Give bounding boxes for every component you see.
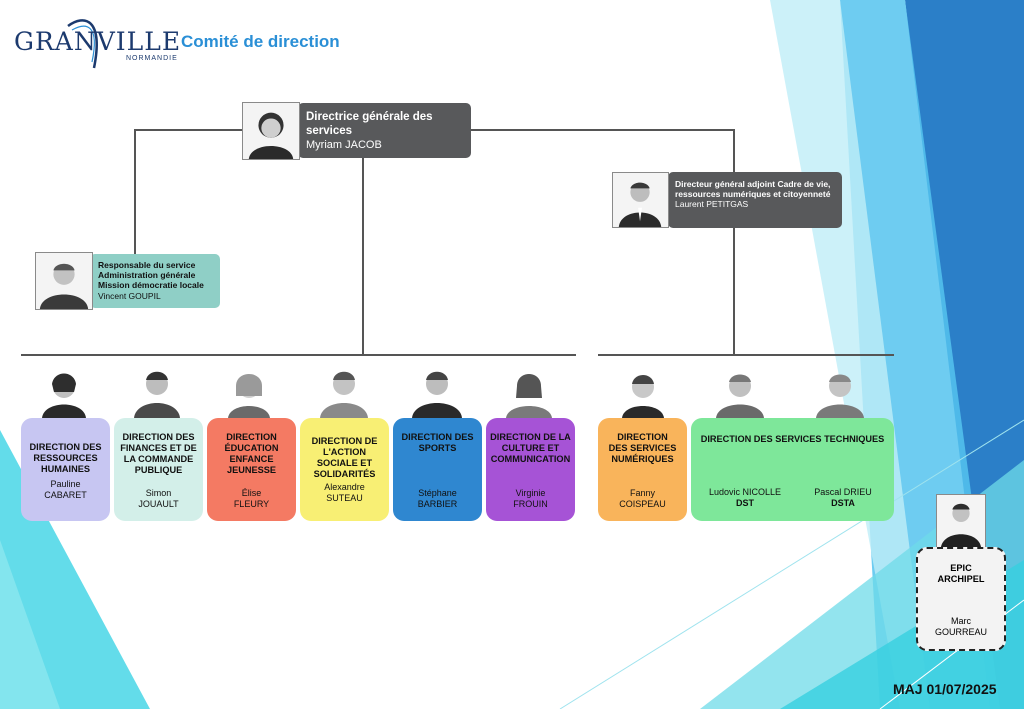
service-box: Responsable du service Administration gé… xyxy=(90,254,220,308)
dept-person: Virginie FROUIN xyxy=(513,488,548,510)
dept-rh: DIRECTION DES RESSOURCES HUMAINES Paulin… xyxy=(21,418,110,521)
dept-person: Élise FLEURY xyxy=(233,488,270,510)
culture-photo xyxy=(506,374,552,418)
dgs-photo xyxy=(242,102,300,160)
dept-action-sociale: DIRECTION DE L'ACTION SOCIALE ET SOLIDAR… xyxy=(300,418,389,521)
dept-culture: DIRECTION DE LA CULTURE ET COMMUNICATION… xyxy=(486,418,575,521)
person-role: DSTA xyxy=(831,498,855,509)
logo-wordmark: GRANVILLE xyxy=(14,27,182,56)
dept-title: DIRECTION DE L'ACTION SOCIALE ET SOLIDAR… xyxy=(311,436,378,480)
action-sociale-photo xyxy=(320,371,368,418)
page-title: Comité de direction xyxy=(181,32,340,51)
dept-title: DIRECTION DES SERVICES TECHNIQUES xyxy=(700,434,885,444)
connector-center-vertical xyxy=(362,158,364,356)
connector-left-vertical xyxy=(134,129,136,255)
dept-person-2: Pascal DRIEU DSTA xyxy=(795,487,891,510)
person-avatar-icon xyxy=(937,495,985,548)
dept-title: DIRECTION DES RESSOURCES HUMAINES xyxy=(29,442,102,475)
update-date: MAJ 01/07/2025 xyxy=(893,681,997,697)
connector-left-bus xyxy=(21,354,576,356)
dept-education: DIRECTION ÉDUCATION ENFANCE JEUNESSE Éli… xyxy=(207,418,296,521)
dga-box: Directeur général adjoint Cadre de vie, … xyxy=(668,172,842,228)
dgs-role: Directrice générale des services xyxy=(306,111,433,137)
dga-role: Directeur général adjoint Cadre de vie, … xyxy=(675,179,831,200)
dept-title: DIRECTION DES SPORTS xyxy=(401,432,474,454)
dept-person: Alexandre SUTEAU xyxy=(324,482,365,504)
person-role: DST xyxy=(736,498,754,509)
dept-person: Pauline CABARET xyxy=(44,479,87,501)
dept-person: Stéphane BARBIER xyxy=(417,488,458,510)
dga-photo xyxy=(612,172,669,228)
service-photo xyxy=(35,252,93,310)
dept-title: DIRECTION ÉDUCATION ENFANCE JEUNESSE xyxy=(224,432,279,476)
dept-person: Fanny COISPEAU xyxy=(619,488,666,510)
education-photo xyxy=(228,374,270,418)
dept-title: DIRECTION DES SERVICES NUMÉRIQUES xyxy=(608,432,677,465)
dept-title: DIRECTION DES FINANCES ET DE LA COMMANDE… xyxy=(120,432,197,476)
epic-box: EPIC ARCHIPEL Marc GOURREAU xyxy=(916,547,1006,651)
person-name: Pascal DRIEU xyxy=(814,487,872,497)
person-avatar-icon xyxy=(613,173,668,227)
dga-name: Laurent PETITGAS xyxy=(675,199,749,210)
dept-techniques: DIRECTION DES SERVICES TECHNIQUES Ludovi… xyxy=(691,418,894,521)
dept-person-1: Ludovic NICOLLE DST xyxy=(695,487,795,510)
granville-logo: GRANVILLE NORMANDIE xyxy=(14,14,180,70)
person-name: Ludovic NICOLLE xyxy=(708,487,782,497)
service-role: Responsable du service Administration gé… xyxy=(98,260,204,291)
finances-photo xyxy=(134,371,180,418)
epic-title: EPIC ARCHIPEL xyxy=(937,563,985,585)
epic-person: Marc GOURREAU xyxy=(934,616,987,638)
service-name: Vincent GOUPIL xyxy=(98,290,161,301)
dept-finances: DIRECTION DES FINANCES ET DE LA COMMANDE… xyxy=(114,418,203,521)
dept-person: Simon JOUAULT xyxy=(138,488,179,510)
dgs-box: Directrice générale des services Myriam … xyxy=(298,103,471,158)
techniques-photo-2 xyxy=(816,374,864,418)
person-avatar-icon xyxy=(36,253,92,309)
sports-photo xyxy=(412,371,462,418)
dept-numerique: DIRECTION DES SERVICES NUMÉRIQUES Fanny … xyxy=(598,418,687,521)
logo-swoosh-icon xyxy=(67,19,98,69)
numerique-photo xyxy=(622,375,664,418)
logo-subtext: NORMANDIE xyxy=(126,55,178,62)
connector-right-bus xyxy=(598,354,894,356)
connector-right-vertical xyxy=(733,129,735,356)
techniques-photo-1 xyxy=(716,374,764,418)
dept-sports: DIRECTION DES SPORTS Stéphane BARBIER xyxy=(393,418,482,521)
person-avatar-icon xyxy=(243,103,299,159)
epic-photo xyxy=(936,494,986,549)
dgs-name: Myriam JACOB xyxy=(306,138,382,151)
dept-title: DIRECTION DE LA CULTURE ET COMMUNICATION xyxy=(490,432,571,465)
rh-photo xyxy=(42,373,86,418)
